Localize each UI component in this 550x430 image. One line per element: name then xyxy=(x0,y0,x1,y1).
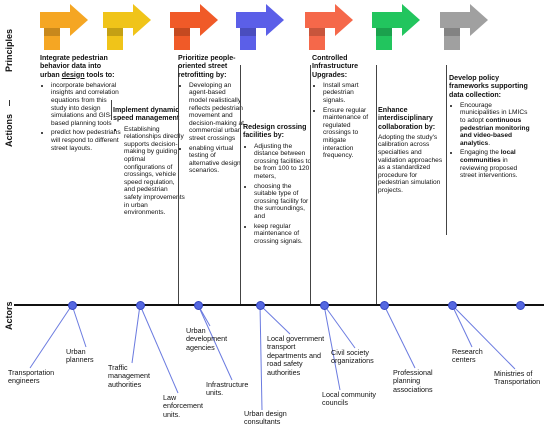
timeline-node xyxy=(68,301,77,310)
principle-column-4: Redesign crossing facilities by: Adjusti… xyxy=(243,123,313,247)
action-bullet: Install smart pedestrian signals. xyxy=(323,82,377,105)
actor-connector xyxy=(323,304,341,391)
principle-heading-2: Implement dynamic speed management xyxy=(113,106,180,123)
actor-label: Ministries of Transportation xyxy=(494,369,541,387)
timeline-node xyxy=(448,301,457,310)
actor-connector xyxy=(71,304,87,348)
principle-heading-5: Controlled Infrastructure Upgrades: xyxy=(312,54,359,79)
column-divider xyxy=(178,65,179,305)
actor-connector xyxy=(451,304,473,348)
action-bullet: Ensure regular maintenance of regulated … xyxy=(323,107,377,160)
action-bullet: enabling virtual testing of alternative … xyxy=(189,145,244,175)
principle-column-5: Controlled Infrastructure Upgrades: Inst… xyxy=(312,54,377,162)
timeline-node xyxy=(320,301,329,310)
action-bullet: Establishing relationships directly supp… xyxy=(124,126,185,217)
principle-column-1: Integrate pedestrian behavior data into … xyxy=(40,54,122,154)
actor-label: Traffic management authorities xyxy=(108,363,150,389)
principle-arrow xyxy=(103,4,151,50)
timeline-node xyxy=(136,301,145,310)
actor-label: Urban planners xyxy=(66,347,94,365)
actor-label: Transportation engineers xyxy=(8,368,55,386)
actor-connector xyxy=(259,304,291,335)
principle-arrow xyxy=(440,4,488,50)
actor-label: Civil society organizations xyxy=(331,348,374,366)
actor-label: Law enforcement units. xyxy=(163,393,203,419)
principle-heading-7: Develop policy frameworks supporting dat… xyxy=(449,74,528,99)
actor-label: Research centers xyxy=(452,347,483,365)
timeline-node xyxy=(516,301,525,310)
actor-connector xyxy=(29,304,73,369)
timeline-node xyxy=(256,301,265,310)
actor-label: Urban development agencies xyxy=(186,326,228,352)
principle-column-6: Enhance interdisciplinary collaboration … xyxy=(378,106,443,195)
actor-label: Urban design consultants xyxy=(244,409,287,427)
column-divider xyxy=(446,65,447,235)
action-bullet: Developing an agent-based model realisti… xyxy=(189,82,244,143)
action-bullet: incorporate behavioral insights and corr… xyxy=(51,82,122,128)
actor-connector xyxy=(383,304,416,369)
principle-heading-4: Redesign crossing facilities by: xyxy=(243,123,307,140)
actor-connector xyxy=(259,304,263,411)
column-divider xyxy=(376,65,377,305)
actor-connector xyxy=(131,304,141,364)
column-divider xyxy=(310,65,311,305)
principle-arrow xyxy=(372,4,420,50)
action-paragraph: Adopting the study's calibration across … xyxy=(378,133,443,195)
actor-connector xyxy=(451,304,516,370)
timeline-node xyxy=(194,301,203,310)
principle-heading-1: Integrate pedestrian behavior data into … xyxy=(40,54,115,79)
actor-timeline xyxy=(14,304,544,306)
actor-label: Infrastructure units. xyxy=(206,380,249,398)
action-bullet: Encourage municipalities in LMICs to ado… xyxy=(460,102,531,148)
principle-arrow xyxy=(170,4,218,50)
action-bullet: keep regular maintenance of crossing sig… xyxy=(254,223,313,246)
principle-arrow xyxy=(40,4,88,50)
principle-column-2: Implement dynamic speed management Estab… xyxy=(113,106,185,219)
actor-label: Local community councils xyxy=(322,390,376,408)
principle-column-7: Develop policy frameworks supporting dat… xyxy=(449,74,531,182)
principles-actions-divider xyxy=(9,100,10,106)
principle-heading-6: Enhance interdisciplinary collaboration … xyxy=(378,106,436,131)
principle-arrow xyxy=(236,4,284,50)
actor-connector xyxy=(139,304,179,394)
action-bullet: Engaging the local communities in review… xyxy=(460,149,531,179)
principle-column-3: Prioritize people-oriented street retrof… xyxy=(178,54,244,177)
action-bullet: predict how pedestrians will respond to … xyxy=(51,129,122,152)
principle-arrow xyxy=(305,4,353,50)
actor-label: Professional planning associations xyxy=(393,368,433,394)
timeline-node xyxy=(380,301,389,310)
actor-connector xyxy=(197,304,233,381)
principle-arrows xyxy=(40,4,488,50)
column-divider xyxy=(240,65,241,305)
principle-heading-3: Prioritize people-oriented street retrof… xyxy=(178,54,236,79)
column-divider xyxy=(111,100,112,120)
actor-connector xyxy=(323,304,356,349)
action-bullet: Adjusting the distance between crossing … xyxy=(254,143,313,181)
action-bullet: choosing the suitable type of crossing f… xyxy=(254,183,313,221)
actor-label: Local government transport departments a… xyxy=(267,334,325,377)
